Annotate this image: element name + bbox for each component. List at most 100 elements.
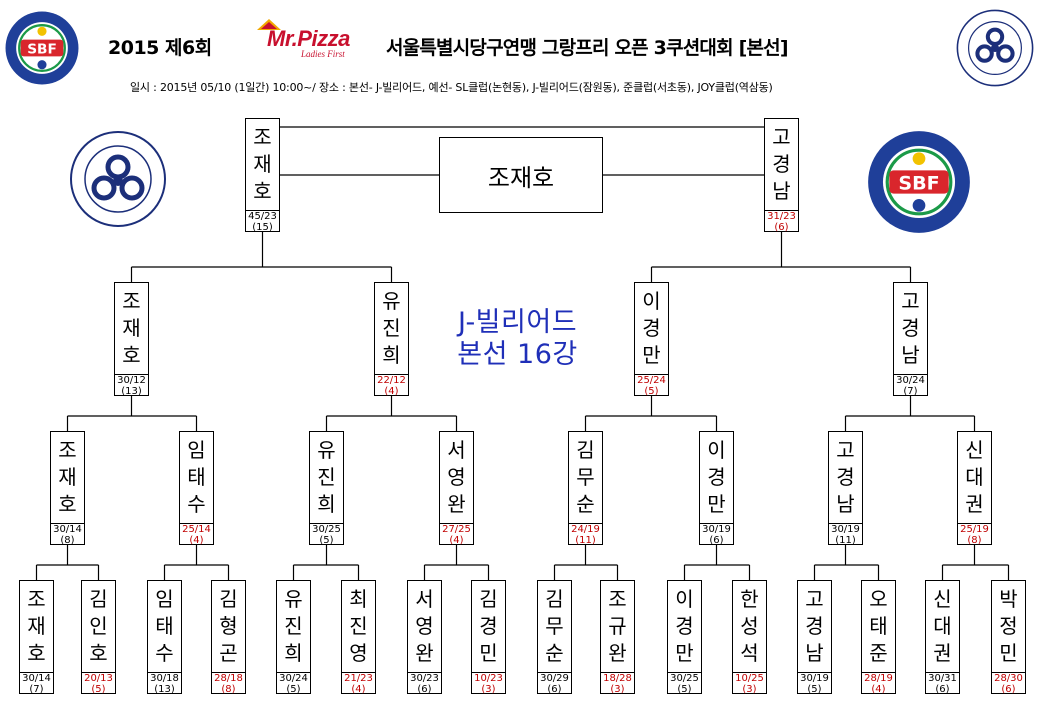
player-name: 김무순: [576, 438, 595, 516]
player-score: 31/23: [767, 211, 796, 222]
player-score-cell: 30/14(7): [20, 671, 53, 695]
player-score: 25/14: [182, 524, 211, 535]
player-name: 오태준: [869, 587, 888, 665]
player-inning: (4): [871, 684, 886, 695]
player-name-cell: 한성석: [733, 581, 766, 673]
player-score-cell: 31/23(6): [765, 209, 798, 233]
player-score: 30/29: [540, 673, 569, 684]
player-score-cell: 28/30(6): [992, 671, 1025, 695]
player-name: 고경남: [805, 587, 824, 665]
player-score-cell: 30/31(6): [926, 671, 959, 695]
champion-name: 조재호: [487, 163, 555, 192]
player-score: 10/23: [474, 673, 503, 684]
player-box-quarterfinals: 김무순 24/19(11): [568, 431, 603, 546]
player-score: 28/19: [864, 673, 893, 684]
player-inning: (6): [935, 684, 950, 695]
player-name-cell: 신대권: [926, 581, 959, 673]
sponsor-brand-name: Mr.Pizza: [267, 26, 350, 51]
player-inning: (4): [189, 535, 204, 546]
header: 2015 제6회 Mr.Pizza Ladies First 서울특별시당구연맹…: [0, 0, 1043, 94]
player-inning: (6): [709, 535, 724, 546]
player-name-cell: 이경만: [668, 581, 701, 673]
player-name: 조규완: [608, 587, 627, 665]
sbf-letters: SBF: [898, 172, 939, 194]
player-name-cell: 김형곤: [212, 581, 245, 673]
sponsor-logo: Mr.Pizza Ladies First: [255, 18, 381, 62]
pizza-slice-icon: [257, 19, 281, 30]
player-score-cell: 10/23(3): [472, 671, 505, 695]
player-score-cell: 30/12(13): [115, 373, 148, 397]
player-name: 박정민: [999, 587, 1018, 665]
player-score-cell: 30/19(11): [829, 522, 862, 546]
player-name: 최진영: [349, 587, 368, 665]
player-score: 18/28: [603, 673, 632, 684]
player-inning: (3): [610, 684, 625, 695]
sponsor-tagline: Ladies First: [301, 49, 345, 59]
player-inning: (7): [29, 684, 44, 695]
player-name-cell: 조규완: [601, 581, 634, 673]
player-name-cell: 조재호: [115, 283, 148, 375]
player-inning: (6): [547, 684, 562, 695]
player-name-cell: 오태준: [862, 581, 895, 673]
player-inning: (8): [60, 535, 75, 546]
player-score-cell: 25/24(5): [635, 373, 668, 397]
player-box-round-of-16: 김형곤 28/18(8): [211, 580, 246, 695]
player-score-cell: 30/24(7): [894, 373, 927, 397]
player-inning: (3): [742, 684, 757, 695]
player-score-cell: 28/19(4): [862, 671, 895, 695]
player-name: 이경만: [642, 289, 661, 367]
player-score: 25/24: [637, 375, 666, 386]
player-score-cell: 30/18(13): [148, 671, 181, 695]
player-inning: (7): [903, 386, 918, 397]
player-box-round-of-16: 조규완 18/28(3): [600, 580, 635, 695]
player-inning: (8): [221, 684, 236, 695]
player-name: 한성석: [740, 587, 759, 665]
venue-label: J-빌리어드: [457, 307, 578, 338]
player-score-cell: 30/19(5): [798, 671, 831, 695]
player-name: 유진희: [382, 289, 401, 367]
round-label: 본선 16강: [457, 339, 578, 370]
player-name-cell: 고경남: [765, 119, 798, 211]
player-name: 김형곤: [219, 587, 238, 665]
player-name: 유진희: [317, 438, 336, 516]
player-score: 30/31: [928, 673, 957, 684]
player-name: 김경민: [479, 587, 498, 665]
player-inning: (13): [121, 386, 142, 397]
player-score: 30/12: [117, 375, 146, 386]
player-name-cell: 이경만: [700, 432, 733, 524]
player-score-cell: 24/19(11): [569, 522, 602, 546]
ssc-logo-left: [70, 131, 166, 227]
player-score: 30/24: [279, 673, 308, 684]
player-score-cell: 30/29(6): [538, 671, 571, 695]
player-score: 28/18: [214, 673, 243, 684]
player-score-cell: 30/25(5): [668, 671, 701, 695]
player-inning: (3): [481, 684, 496, 695]
player-score-cell: 28/18(8): [212, 671, 245, 695]
player-inning: (6): [1001, 684, 1016, 695]
player-score: 30/19: [800, 673, 829, 684]
player-score: 30/25: [312, 524, 341, 535]
player-name: 조재호: [253, 125, 272, 203]
player-inning: (5): [807, 684, 822, 695]
player-inning: (13): [154, 684, 175, 695]
event-title: 서울특별시당구연맹 그랑프리 오픈 3쿠션대회 [본선]: [386, 37, 789, 59]
player-score-cell: 30/23(6): [408, 671, 441, 695]
player-name: 임태수: [187, 438, 206, 516]
player-name-cell: 서영완: [440, 432, 473, 524]
ssc-logo-top-right: [956, 9, 1034, 87]
player-score: 25/19: [960, 524, 989, 535]
player-score: 21/23: [344, 673, 373, 684]
champion-box: 조재호: [439, 137, 603, 213]
